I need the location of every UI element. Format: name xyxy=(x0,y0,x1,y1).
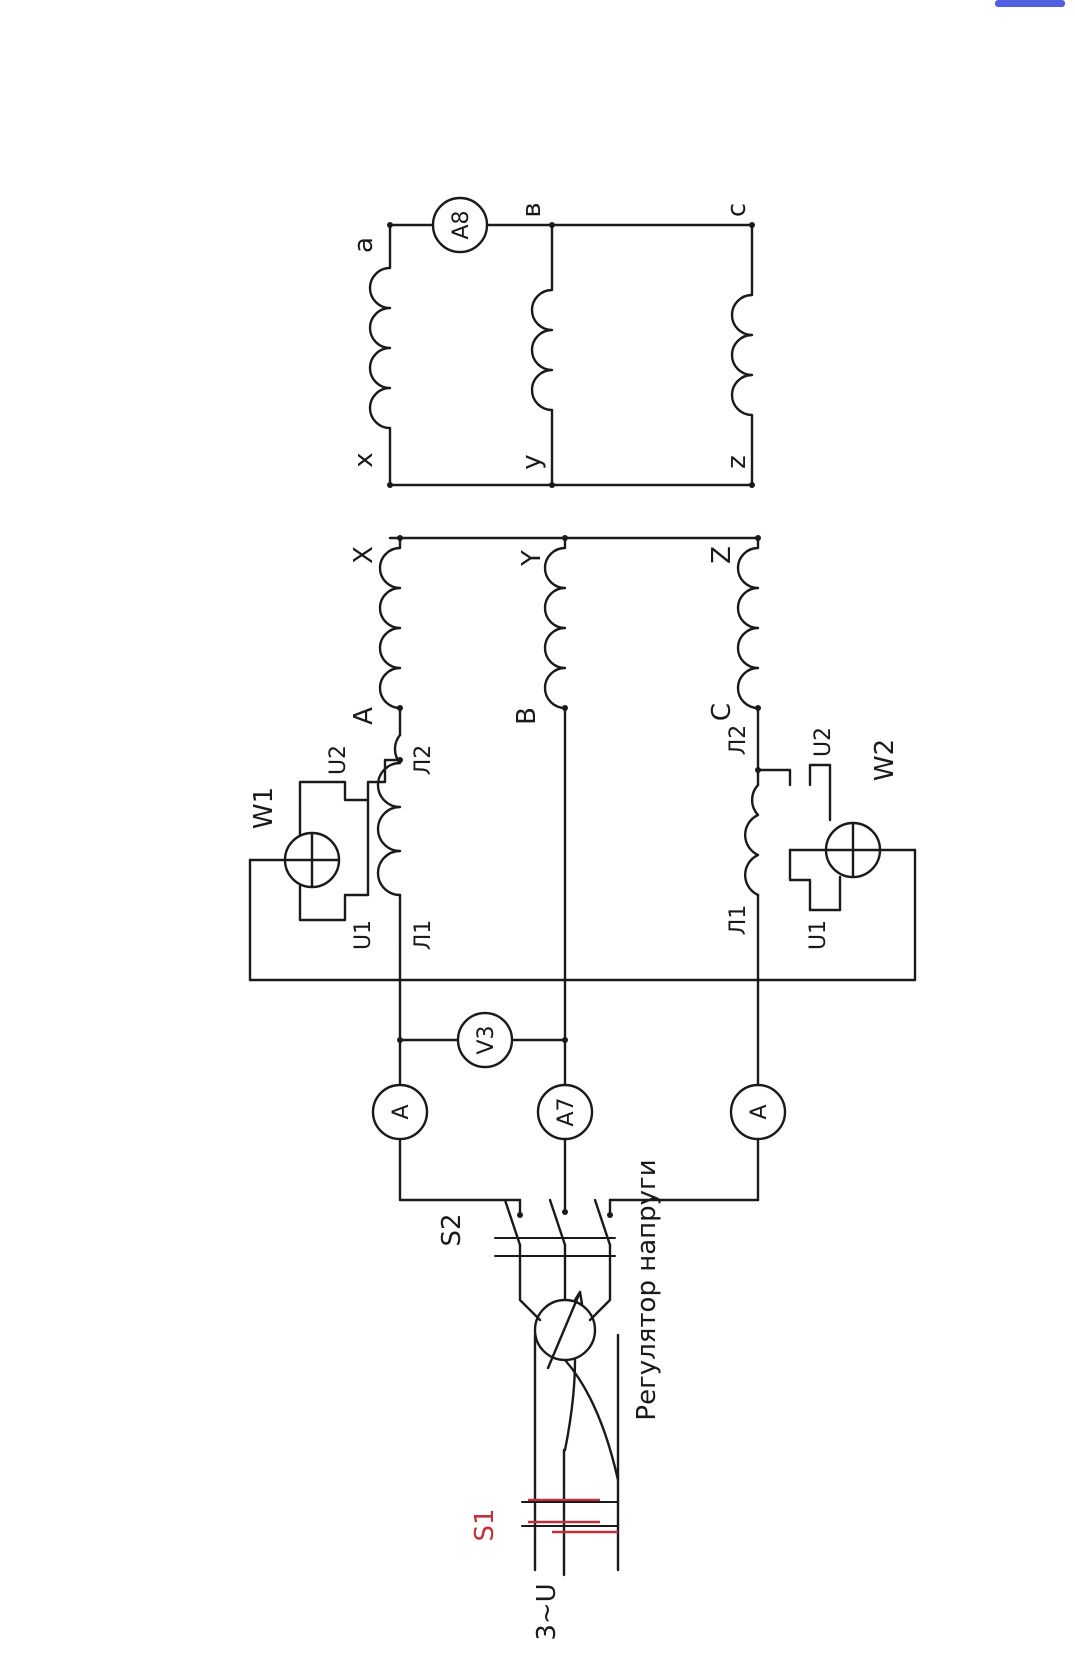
wattmeter-w2 xyxy=(744,763,882,912)
secondary-winding-a xyxy=(368,223,392,487)
secondary-start-a: a xyxy=(349,237,379,253)
secondary-start-c: c xyxy=(722,203,752,217)
voltmeter-label: V3 xyxy=(474,1025,499,1054)
secondary-end-x: x xyxy=(349,452,379,467)
voltage-regulator xyxy=(518,1243,620,1482)
w2-l1-label: Л1 xyxy=(726,905,751,936)
w1-u1-label: U1 xyxy=(351,920,376,950)
w2-u2-label: U2 xyxy=(811,727,836,757)
secondary-winding-c xyxy=(730,223,754,487)
voltmeter-v3: V3 xyxy=(397,1011,568,1069)
wattmeter-w1 xyxy=(283,733,403,922)
w1-l2-label: Л2 xyxy=(411,745,436,776)
primary-winding-c xyxy=(736,536,761,711)
primary-end-z: Z xyxy=(707,546,737,564)
secondary-end-y: y xyxy=(517,454,547,469)
w2-label: W2 xyxy=(870,739,900,781)
secondary-winding-b xyxy=(530,223,554,487)
switch-s2 xyxy=(494,1198,616,1257)
secondary-delta-connections xyxy=(387,222,755,488)
ammeter-phase-a: A xyxy=(371,1083,429,1141)
switch-s1-label: S1 xyxy=(470,1508,500,1541)
corner-mark xyxy=(995,0,1065,7)
secondary-ammeter-label: A8 xyxy=(449,210,474,239)
w1-label: W1 xyxy=(249,787,279,829)
primary-winding-b xyxy=(543,536,568,711)
switch-s1 xyxy=(521,1498,619,1534)
ammeter-phase-b-label: A7 xyxy=(554,1097,579,1126)
ammeter-phase-c-label: A xyxy=(747,1104,772,1119)
ammeter-phase-b: A7 xyxy=(536,1083,594,1141)
switch-s2-label: S2 xyxy=(437,1213,467,1246)
w2-l2-label: Л2 xyxy=(726,725,751,756)
primary-winding-a xyxy=(378,536,403,711)
primary-star-point xyxy=(388,535,761,541)
secondary-end-z: z xyxy=(722,455,752,469)
primary-end-y: Y xyxy=(517,550,547,567)
source-label: 3~U xyxy=(532,1583,562,1640)
primary-start-a: A xyxy=(349,707,379,725)
regulator-label: Регулятор напруги xyxy=(632,1159,662,1420)
wattmeter-voltage-bus xyxy=(248,848,917,982)
phase-lines xyxy=(398,708,760,1217)
primary-start-b: B xyxy=(512,707,542,725)
secondary-ammeter: A8 xyxy=(431,196,489,254)
primary-start-c: C xyxy=(707,703,737,721)
source-lines xyxy=(533,1448,620,1577)
secondary-start-b: в xyxy=(517,202,547,217)
ammeter-phase-a-label: A xyxy=(389,1104,414,1119)
ammeter-phase-c: A xyxy=(729,1083,787,1141)
w1-u2-label: U2 xyxy=(326,745,351,775)
primary-end-x: X xyxy=(349,546,379,564)
w1-l1-label: Л1 xyxy=(411,920,436,951)
w2-u1-label: U1 xyxy=(806,920,831,950)
